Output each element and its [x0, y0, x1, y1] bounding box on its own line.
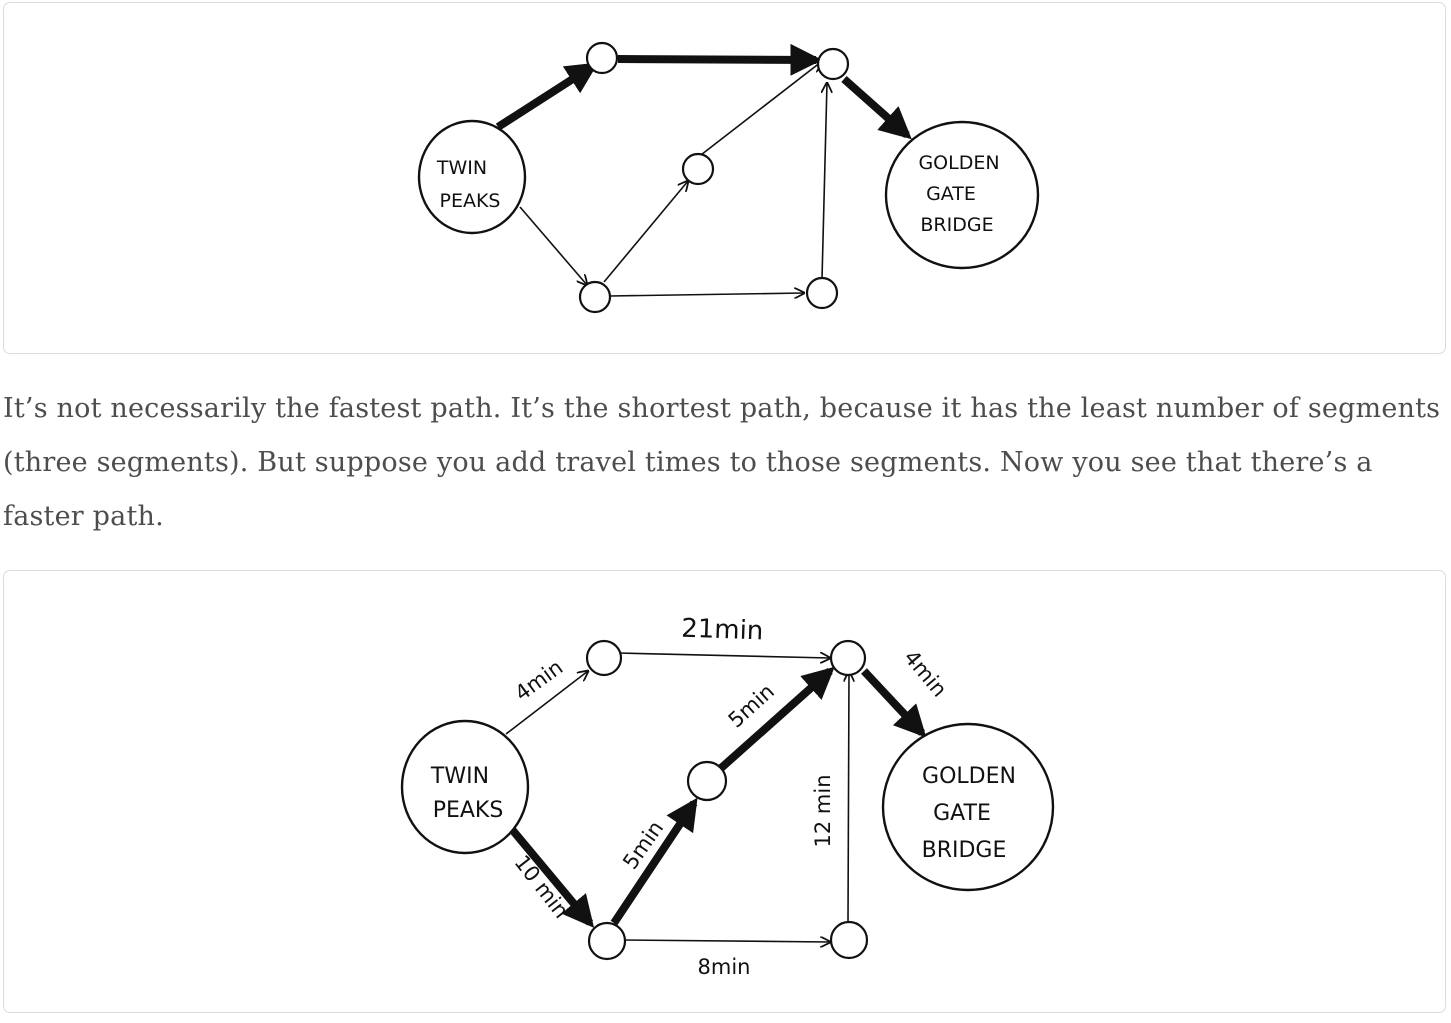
- edge-bottom-to-middle-bold: [610, 797, 698, 926]
- edge-middle-to-right: [696, 62, 821, 159]
- weight-top-to-right: 21min: [681, 614, 764, 647]
- node-bottom: [587, 921, 627, 961]
- weight-bottomright-to-right: 12 min: [811, 775, 835, 848]
- twin-peaks-label-line1: TWIN: [430, 764, 489, 789]
- figure-shortest-path: TWIN PEAKS GOLDEN GATE BRIDGE: [3, 2, 1446, 354]
- node-top: [585, 639, 623, 677]
- node-top: [585, 41, 619, 75]
- twin-peaks-label-line2: PEAKS: [440, 190, 501, 212]
- edge-bottom-to-bottomright: [609, 293, 804, 296]
- edge-twin-to-top-bold: [495, 62, 599, 131]
- golden-gate-label-line1: GOLDEN: [918, 152, 999, 174]
- edge-middle-to-right-bold: [717, 666, 835, 772]
- node-right: [829, 639, 867, 677]
- node-twin-peaks: [417, 119, 527, 235]
- golden-gate-label-line2: GATE: [926, 183, 976, 205]
- node-golden-gate: [884, 120, 1040, 270]
- golden-gate-label-line1: GOLDEN: [922, 764, 1016, 789]
- edge-top-to-right: [617, 653, 830, 658]
- weight-right-to-golden: 4min: [899, 645, 951, 701]
- twin-peaks-label-line2: PEAKS: [433, 798, 504, 823]
- node-twin-peaks: [400, 719, 530, 855]
- edge-right-to-golden-bold: [861, 668, 927, 738]
- weight-bottom-to-bottomright: 8min: [698, 955, 751, 979]
- edge-twin-to-bottom: [519, 206, 587, 285]
- twin-peaks-label-line1: TWIN: [436, 157, 487, 179]
- node-golden-gate: [881, 722, 1055, 892]
- node-bottom-right: [829, 920, 869, 960]
- edge-bottom-to-middle: [603, 181, 688, 283]
- weight-bottom-to-middle: 5min: [618, 816, 668, 873]
- weight-twin-to-top: 4min: [510, 655, 567, 706]
- edge-bottomright-to-right: [822, 83, 827, 280]
- figure-weighted-path: TWIN PEAKS GOLDEN GATE BRIDGE 4min 21min…: [3, 570, 1446, 1013]
- shortest-path-diagram: TWIN PEAKS GOLDEN GATE BRIDGE: [417, 41, 1040, 314]
- golden-gate-label-line3: BRIDGE: [922, 838, 1007, 863]
- golden-gate-label-line2: GATE: [933, 801, 991, 826]
- node-bottom-right: [805, 276, 839, 310]
- edge-bottom-to-bottomright: [621, 940, 830, 942]
- edge-top-to-right-bold: [617, 43, 823, 76]
- edge-right-to-golden-bold: [841, 76, 912, 140]
- node-right: [816, 47, 850, 81]
- edge-bottomright-to-right: [848, 672, 849, 922]
- edge-twin-to-bottom-bold: [506, 824, 595, 928]
- golden-gate-label-line3: BRIDGE: [920, 214, 993, 236]
- body-paragraph: It’s not necessarily the fastest path. I…: [3, 393, 1441, 532]
- node-middle: [681, 152, 715, 186]
- node-bottom: [578, 280, 612, 314]
- weighted-path-diagram: TWIN PEAKS GOLDEN GATE BRIDGE 4min 21min…: [400, 614, 1055, 979]
- edge-twin-to-top: [505, 671, 588, 735]
- node-middle: [686, 760, 728, 802]
